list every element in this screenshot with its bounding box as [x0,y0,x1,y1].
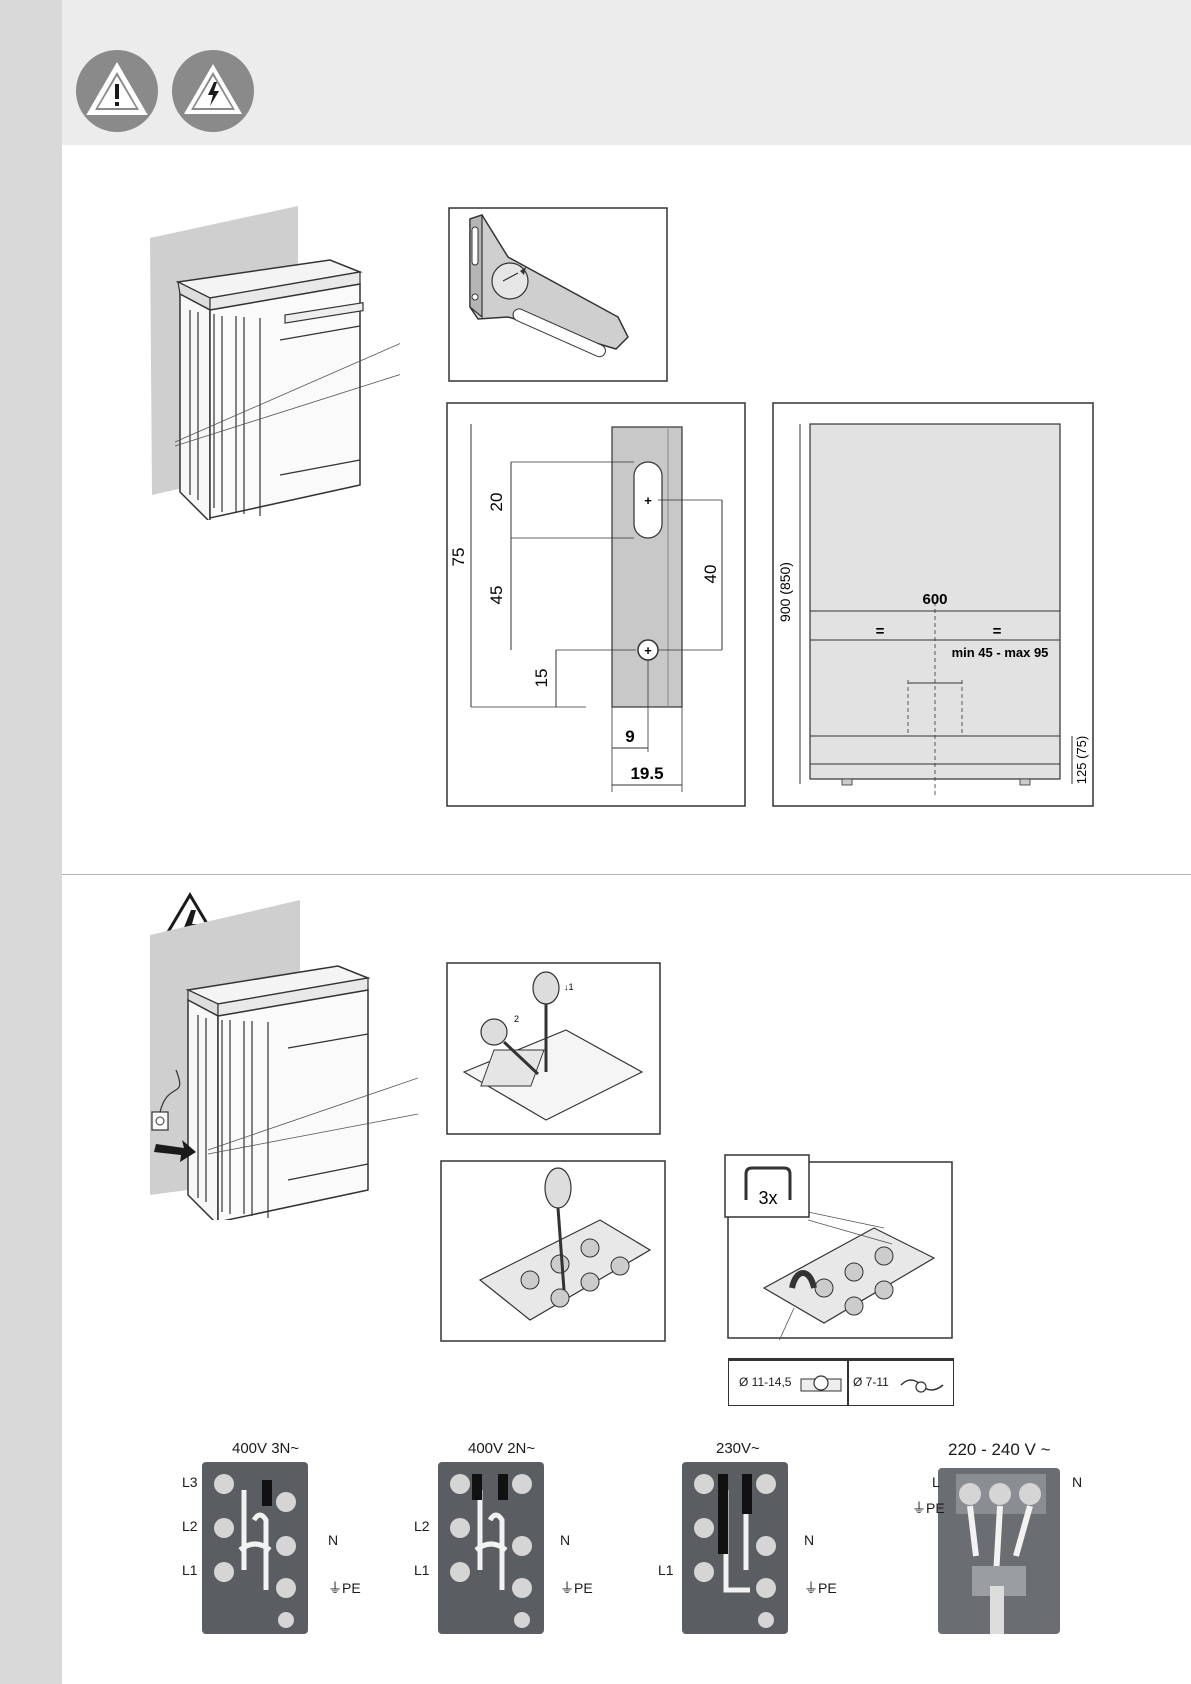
dim-appliance-height: 900 (850) [777,562,793,622]
dim-range: min 45 - max 95 [952,645,1049,660]
dim-equal-right: = [993,623,1002,640]
terminal-title: 220 - 240 V ~ [948,1440,1051,1459]
clamp-count-badge: 3x [724,1154,810,1218]
bracket-dimensions-panel: + + 75 20 45 15 40 9 19.5 [446,402,746,807]
left-sidebar [0,0,62,1684]
electric-badge [172,50,254,132]
terminal-diagram-2N: 400V 2N~ L2 L1 N ⏚PE [396,1436,616,1636]
terminal-diagram-3N: 400V 3N~ L3 L2 L1 N ⏚PE [160,1436,380,1636]
appliance-outline [809,423,1061,780]
cable-diameter-small: Ø 7-11 [853,1375,889,1389]
terminal-label-L3: L3 [182,1474,198,1490]
terminal-label-PE: ⏚PE [912,1500,945,1516]
dim-appliance-width: 600 [922,591,947,608]
terminal-diagram-230V: 230V~ L1 N ⏚PE [636,1436,856,1636]
placement-dimensions-panel: 900 (850) 600 = = min 45 - max 95 125 (7… [772,402,1094,807]
svg-text:2: 2 [514,1014,519,1024]
caution-badge [76,50,158,132]
dim-slot-to-hole: 45 [487,586,506,605]
terminal-screw-detail [440,1160,666,1342]
terminal-label-N: N [1072,1474,1083,1490]
svg-text:↓1: ↓1 [564,982,574,992]
section-divider [62,874,1191,875]
clamp-count: 3x [758,1188,777,1208]
high-voltage-icon [184,64,242,114]
terminal-label-L2: L2 [182,1518,198,1534]
terminal-label-PE: ⏚PE [328,1580,361,1596]
screwdriver-icon [544,1167,572,1209]
terminal-label-PE: ⏚PE [560,1580,593,1596]
svg-text:+: + [644,643,652,658]
terminal-title: 230V~ [716,1440,760,1457]
terminal-label-PE: ⏚PE [804,1580,837,1596]
terminal-label-N: N [328,1532,339,1548]
terminal-label-N: N [560,1532,571,1548]
terminal-title: 400V 3N~ [232,1440,300,1457]
terminal-label-N: N [804,1532,815,1548]
header-band [62,0,1191,145]
terminal-diagram-single-phase: 220 - 240 V ~ L ⏚PE N [880,1436,1090,1636]
terminal-label-L1: L1 [414,1562,430,1578]
cooker-front [209,283,361,519]
cable-diameter-large: Ø 11-14,5 [739,1375,792,1389]
wall-socket [151,1111,169,1131]
back-cover-removal-detail: ↓1 2 [446,962,661,1135]
dim-bracket-width: 19.5 [630,764,663,783]
cooker-wall-illustration [150,206,400,520]
terminal-title: 400V 2N~ [468,1440,536,1457]
dim-slot-to-hole-center: 40 [701,565,720,584]
cable-clamp-detail [727,1161,953,1340]
cooker-side [179,292,211,520]
exclamation-triangle-icon [86,62,148,115]
svg-text:+: + [644,493,652,508]
dim-hole-from-bottom: 15 [532,669,551,688]
dim-hole-offset: 9 [625,727,634,746]
dim-total-height: 75 [449,548,468,567]
dim-equal-left: = [876,623,885,640]
dim-plinth: 125 (75) [1074,736,1089,784]
arrow-icon [154,1140,196,1162]
screwdriver-icon [532,971,560,1005]
dim-slot-height: 20 [487,493,506,512]
cooker-connection-illustration [150,900,418,1220]
terminal-label-L1: L1 [658,1562,674,1578]
cable-diameter-legend: Ø 11-14,5 Ø 7-11 [728,1358,954,1406]
anti-tip-bracket-detail [448,207,668,382]
bracket [469,214,629,350]
terminal-label-L: L [932,1474,940,1490]
terminal-label-L2: L2 [414,1518,430,1534]
terminal-label-L1: L1 [182,1562,198,1578]
